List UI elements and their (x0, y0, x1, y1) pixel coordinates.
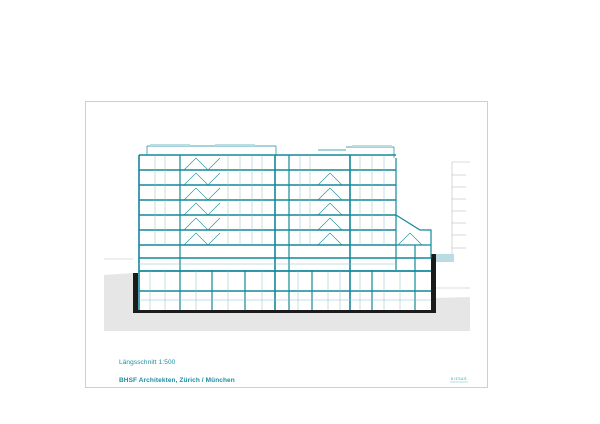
ground-mass-under (104, 311, 470, 331)
basement-wall-right (431, 254, 436, 313)
drawing-scale-label: Längsschnitt 1:500 (119, 359, 176, 366)
neighbour-glass-block (436, 254, 454, 262)
interior-partitions (139, 155, 431, 310)
facade-openings (150, 144, 392, 147)
stair-core-left (183, 157, 221, 246)
stair-core-right (317, 172, 423, 246)
basement-slab (133, 310, 436, 313)
building-structure (138, 145, 432, 310)
architect-firm-label: BHSF Architekten, Zürich / München (119, 377, 235, 384)
publisher-logo-text: DIZSAS (451, 377, 467, 381)
publisher-logo: DIZSAS (450, 377, 468, 383)
basement-wall-left (133, 273, 138, 313)
neighbour-building (451, 161, 470, 262)
